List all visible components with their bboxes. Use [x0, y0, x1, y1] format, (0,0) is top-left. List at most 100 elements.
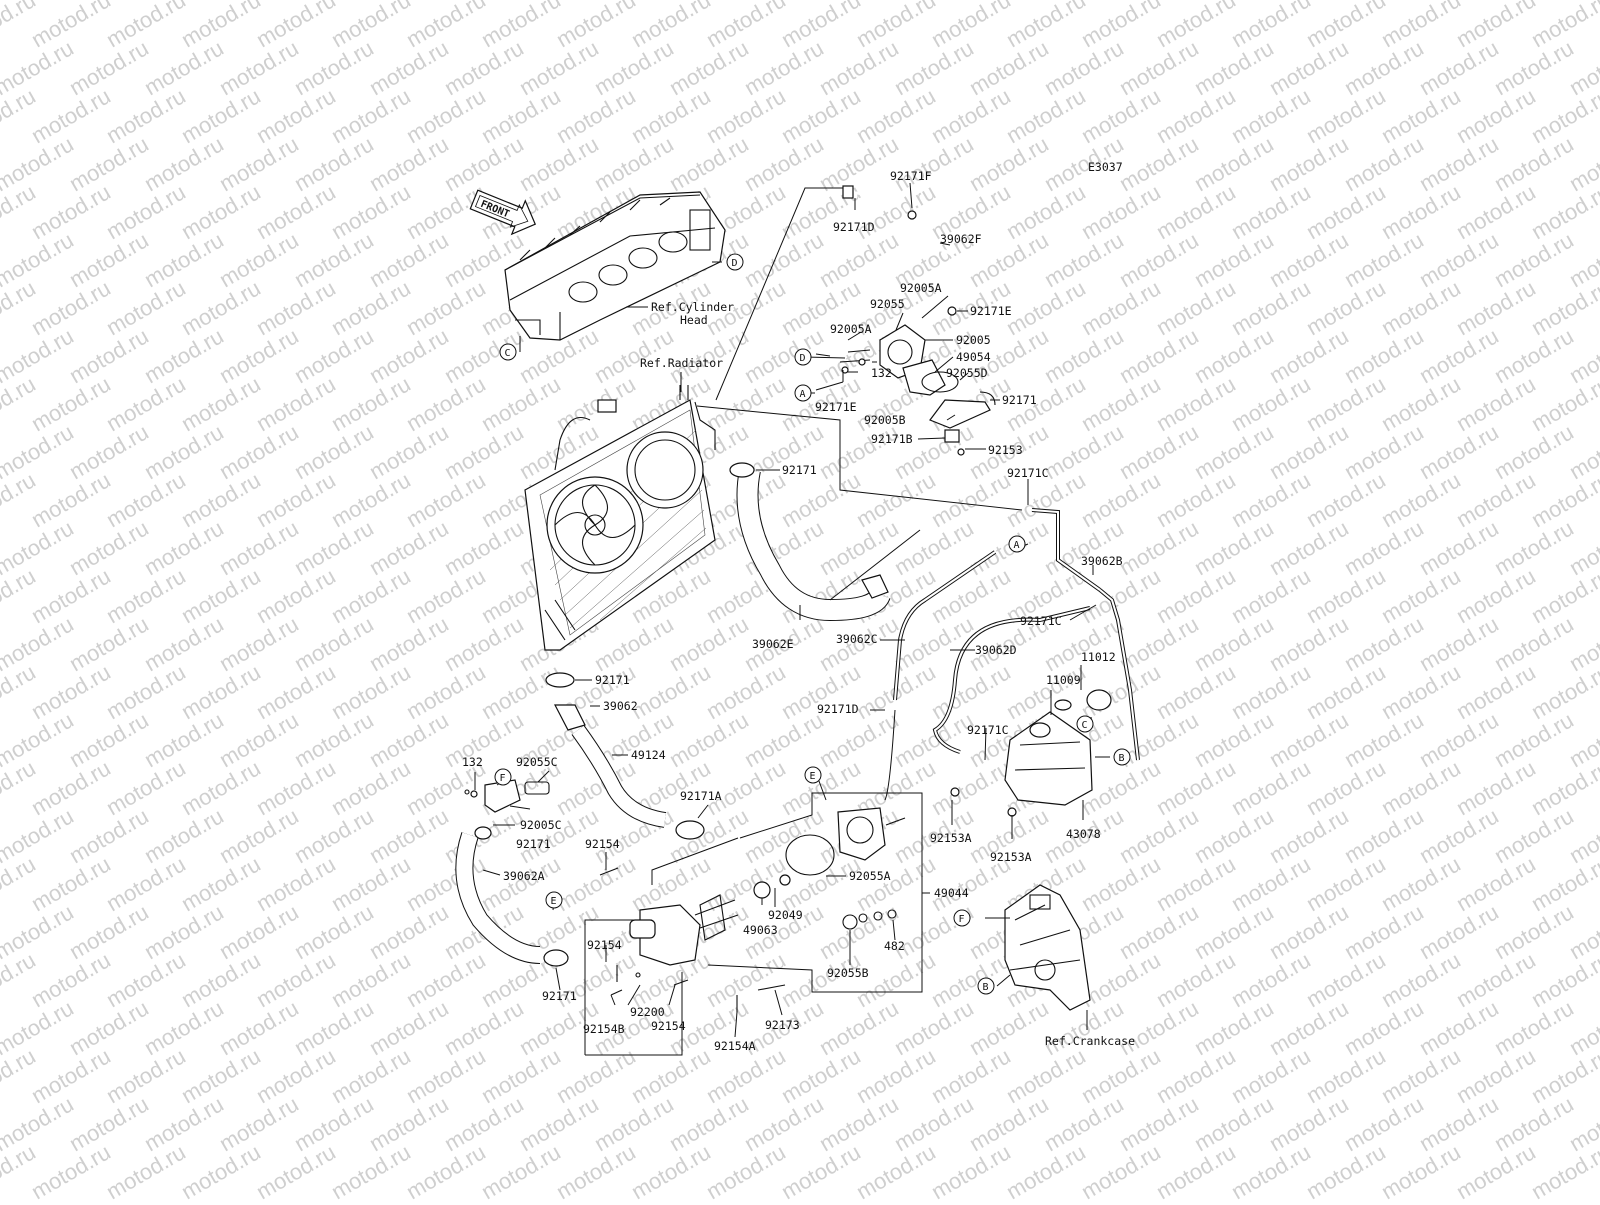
svg-text:B: B: [1119, 753, 1125, 764]
watermark-text: motod.ru: [1190, 227, 1278, 292]
watermark-text: motod.ru: [1190, 323, 1278, 388]
watermark-text: motod.ru: [1452, 0, 1540, 52]
part-label: 92154B: [583, 1022, 625, 1036]
watermark-text: motod.ru: [252, 275, 340, 340]
watermark-text: motod.ru: [1190, 707, 1278, 772]
watermark-text: motod.ru: [1040, 995, 1128, 1060]
watermark-text: motod.ru: [1077, 851, 1165, 916]
svg-text:Head: Head: [680, 313, 708, 327]
part-label: 92171C: [967, 723, 1009, 737]
watermark-text: motod.ru: [290, 1091, 378, 1156]
watermark-text: motod.ru: [627, 1139, 715, 1200]
watermark-text: motod.ru: [290, 323, 378, 388]
watermark-text: motod.ru: [1227, 947, 1315, 1012]
thermostat-housing: [839, 324, 996, 456]
watermark-text: motod.ru: [290, 35, 378, 100]
watermark-text: motod.ru: [1115, 227, 1203, 292]
watermark-text: motod.ru: [327, 275, 415, 340]
watermark-text: motod.ru: [1265, 611, 1353, 676]
watermark-text: motod.ru: [965, 1091, 1053, 1156]
watermark-text: motod.ru: [1002, 275, 1090, 340]
part-label: 43078: [1066, 827, 1101, 841]
watermark-text: motod.ru: [1377, 0, 1465, 52]
watermark-text: motod.ru: [65, 707, 153, 772]
part-label: 132: [871, 366, 892, 380]
svg-text:D: D: [732, 258, 738, 269]
watermark-text: motod.ru: [252, 755, 340, 820]
watermark-text: motod.ru: [1452, 1139, 1540, 1200]
watermark-text: motod.ru: [515, 131, 603, 196]
watermark-text: motod.ru: [402, 1043, 490, 1108]
watermark-text: motod.ru: [890, 131, 978, 196]
part-label: 49054: [956, 350, 991, 364]
watermark-text: motod.ru: [402, 467, 490, 532]
watermark-text: motod.ru: [1002, 0, 1090, 52]
connector-A-thermo: A: [794, 384, 812, 402]
watermark-text: motod.ru: [65, 611, 153, 676]
watermark-text: motod.ru: [1152, 1139, 1240, 1200]
watermark-text: motod.ru: [365, 803, 453, 868]
watermark-text: motod.ru: [140, 995, 228, 1060]
watermark-text: motod.ru: [327, 1043, 415, 1108]
watermark-text: motod.ru: [1415, 131, 1503, 196]
part-label: 92200: [630, 1005, 665, 1019]
watermark-text: motod.ru: [852, 1043, 940, 1108]
watermark-text: motod.ru: [27, 0, 115, 52]
watermark-text: motod.ru: [252, 0, 340, 52]
watermark-text: motod.ru: [290, 803, 378, 868]
watermark-text: motod.ru: [252, 83, 340, 148]
watermark-text: motod.ru: [177, 1139, 265, 1200]
part-label: 92171: [1002, 393, 1037, 407]
watermark-text: motod.ru: [1077, 179, 1165, 244]
watermark-text: motod.ru: [590, 35, 678, 100]
watermark-text: motod.ru: [1265, 35, 1353, 100]
svg-text:F: F: [500, 773, 506, 784]
watermark-text: motod.ru: [1415, 515, 1503, 580]
watermark-text: motod.ru: [477, 83, 565, 148]
watermark-text: motod.ru: [215, 419, 303, 484]
watermark-text: motod.ru: [215, 611, 303, 676]
part-label: 92171D: [833, 220, 875, 234]
watermark-text: motod.ru: [1377, 179, 1465, 244]
ref-crankcase-label: Ref.Crankcase: [1045, 1034, 1135, 1048]
part-label: 92171A: [680, 789, 722, 803]
watermark-text: motod.ru: [1377, 275, 1465, 340]
watermark-text: motod.ru: [702, 755, 790, 820]
watermark-text: motod.ru: [852, 179, 940, 244]
part-label: 39062C: [836, 632, 878, 646]
watermark-text: motod.ru: [27, 275, 115, 340]
watermark-text: motod.ru: [627, 659, 715, 724]
watermark-text: motod.ru: [1190, 35, 1278, 100]
watermark-text: motod.ru: [102, 851, 190, 916]
watermark-text: motod.ru: [27, 179, 115, 244]
ref-radiator-label: Ref.Radiator: [640, 356, 723, 370]
watermark-text: motod.ru: [1002, 1139, 1090, 1200]
part-label: 132: [462, 755, 483, 769]
watermark-text: motod.ru: [1415, 899, 1503, 964]
watermark-text: motod.ru: [65, 323, 153, 388]
watermark-text: motod.ru: [927, 563, 1015, 628]
watermark-text: motod.ru: [65, 899, 153, 964]
watermark-text: motod.ru: [215, 995, 303, 1060]
svg-text:D: D: [800, 353, 806, 364]
watermark-text: motod.ru: [140, 1091, 228, 1156]
watermark-text: motod.ru: [477, 0, 565, 52]
watermark-text: motod.ru: [1377, 467, 1465, 532]
watermark-text: motod.ru: [290, 995, 378, 1060]
part-label: 92153: [988, 443, 1023, 457]
connector-E-pump: E: [804, 766, 822, 784]
part-label: 92171C: [1007, 466, 1049, 480]
watermark-text: motod.ru: [1490, 803, 1578, 868]
connector-D-thermo: D: [794, 348, 812, 366]
watermark-text: motod.ru: [215, 515, 303, 580]
ref-cylinder-head-label: Ref.Cylinder Head: [626, 300, 734, 327]
watermark-text: motod.ru: [27, 947, 115, 1012]
watermark-text: motod.ru: [815, 707, 903, 772]
watermark-text: motod.ru: [365, 995, 453, 1060]
watermark-text: motod.ru: [1152, 0, 1240, 52]
part-label: 49124: [631, 748, 666, 762]
watermark-text: motod.ru: [215, 1091, 303, 1156]
watermark-text: motod.ru: [402, 275, 490, 340]
part-label: 39062: [603, 699, 638, 713]
watermark-text: motod.ru: [252, 467, 340, 532]
